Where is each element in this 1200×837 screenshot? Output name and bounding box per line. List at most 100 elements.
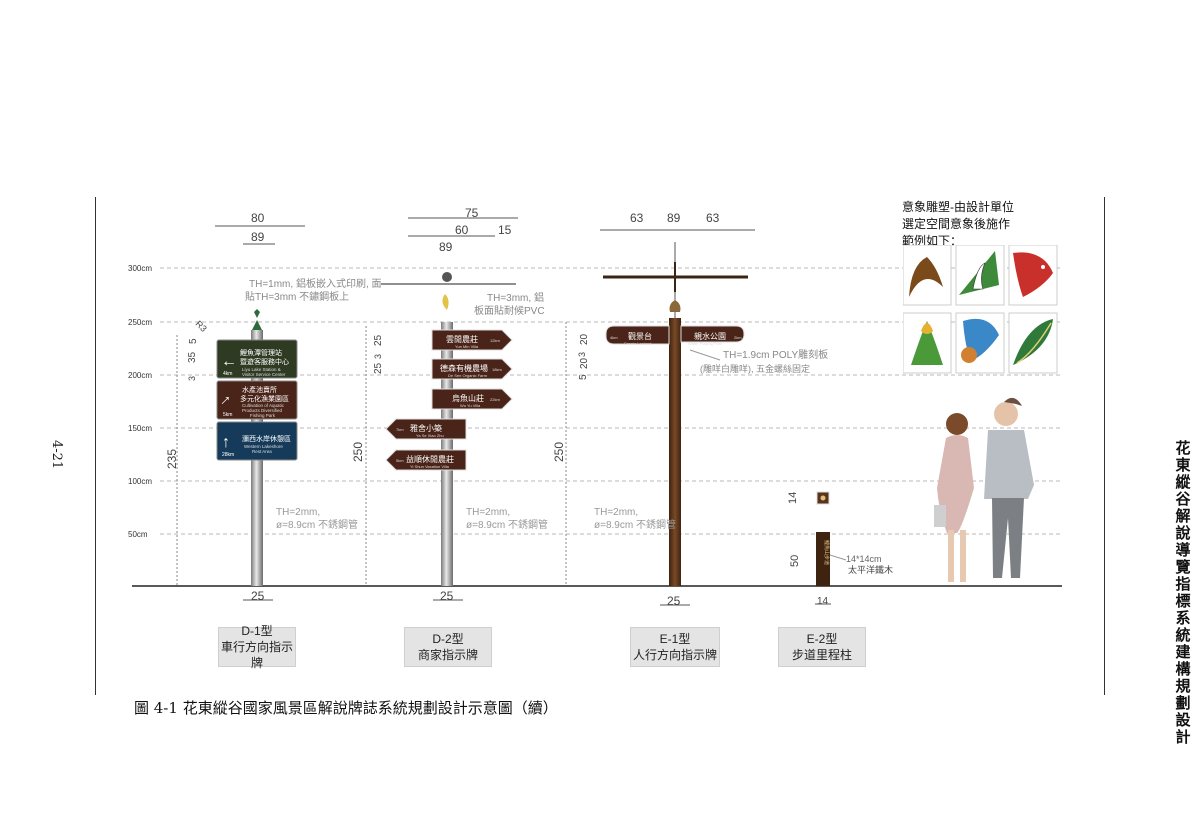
d1-name: 暨遊客服務中心 xyxy=(240,357,289,366)
d2-arrow-name: 德森有機農場 xyxy=(440,363,488,373)
heron-crab-icon xyxy=(909,257,943,297)
d2-arrow-km: 7km xyxy=(396,427,404,432)
d2-note: 板面貼耐候PVC xyxy=(474,304,545,317)
type-code: E-2型 xyxy=(806,632,838,646)
d1-km: 4km xyxy=(223,371,232,377)
e1-dim-left: 63 xyxy=(630,211,644,225)
d2-finial xyxy=(442,294,449,310)
d2-arrow-km: 22km xyxy=(490,397,500,402)
sculpture-note: 意象雕塑-由設計單位 選定空間意象後施作 範例如下： xyxy=(902,199,1014,250)
type-desc: 人行方向指示牌 xyxy=(632,648,717,662)
e1-base-dim: 25 xyxy=(667,594,681,608)
d2-arrow-name: 烏魚山莊 xyxy=(452,393,484,403)
e1-board xyxy=(680,325,745,343)
e1-board-name: 親水公園 xyxy=(694,331,726,341)
d2-arrow-en: Ya Se Xiao Zhu xyxy=(416,433,444,438)
d1-en: Cultivation of Aquatic xyxy=(242,403,285,408)
e2-note: 14*14cm xyxy=(846,554,882,564)
d1-side-dim: 3 xyxy=(187,376,197,381)
d1-note: TH=1mm, 鋁板嵌入式印刷, 面 xyxy=(249,277,382,290)
type-code: D-1型 xyxy=(241,624,273,638)
type-box-d1: D-1型 車行方向指示牌 xyxy=(218,624,296,670)
scale-label: 250cm xyxy=(128,318,152,327)
egret-icon xyxy=(959,251,999,295)
type-desc: 步道里程柱 xyxy=(791,648,852,662)
d1-side-dim: R3 xyxy=(194,319,209,334)
d2-arrow-board xyxy=(385,418,467,440)
d2-arrow-board xyxy=(385,449,467,471)
e1-side-dim: 250 xyxy=(552,442,566,462)
e1-board-en: Water Playing Park xyxy=(688,341,722,346)
d1-panel: ← 4km 鯉魚潭管理站 暨遊客服務中心 Liyu Lake Station &… xyxy=(216,339,298,379)
e2-post xyxy=(816,532,830,586)
d2-base-dim: 25 xyxy=(440,589,454,603)
d1-en: Visitor Service Center xyxy=(242,372,286,377)
e1-side-dim: 20 xyxy=(579,333,590,345)
type-box-e2: E-2型 步道里程柱 xyxy=(778,627,866,667)
type-code: E-1型 xyxy=(659,632,691,646)
d2-side-dim: 3 xyxy=(373,354,383,359)
sculpture-note-line: 選定空間意象後施作 xyxy=(902,217,1011,231)
d1-note: ø=8.9cm 不銹鋼管 xyxy=(276,518,358,531)
e1-dim-right: 63 xyxy=(706,211,720,225)
d1-note: TH=2mm, xyxy=(276,507,320,518)
d1-name: 多元化漁業園區 xyxy=(240,394,289,403)
d1-side-dim: 5 xyxy=(188,338,199,344)
d1-side-dim: 235 xyxy=(165,449,179,469)
sign-e2: 14 50 鯉魚山步道 14*14cm 太平洋鐵木 14 xyxy=(787,491,893,607)
e1-note: ø=8.9cm 不銹鋼管 xyxy=(594,518,676,531)
d1-dim-width: 80 xyxy=(251,211,265,225)
koi-fish-icon xyxy=(1013,252,1053,297)
sign-d2: 75 60 15 89 TH=3mm, 鋁 板面貼耐候PVC 25 3 25 2… xyxy=(351,206,548,603)
d2-arrow-km: 5km xyxy=(396,458,404,463)
d2-dim-board: 60 xyxy=(455,223,469,237)
sign-e1: 63 89 63 20 3 20 5 250 觀景台 Scenic Lookou… xyxy=(552,211,828,608)
d1-name: 水產池賣所 xyxy=(242,385,277,394)
e2-post-text: 鯉魚山步道 xyxy=(823,540,830,565)
d2-arrow-board xyxy=(431,329,513,351)
right-margin-rule xyxy=(1104,197,1105,695)
e2-side-dim: 14 xyxy=(787,492,799,504)
sculpture-samples xyxy=(903,245,1058,374)
d1-note: 貼TH=3mm 不鏽鋼板上 xyxy=(245,290,349,303)
d2-side-dim: 250 xyxy=(351,442,365,462)
d1-name: 瀰西水岸休憩區 xyxy=(242,434,291,443)
d2-dim-pole: 89 xyxy=(439,240,453,254)
d2-top-cap xyxy=(442,272,452,282)
scale-label: 100cm xyxy=(128,477,152,486)
side-title: 花東縱谷解說導覽指標系統建構規劃設計 xyxy=(1175,439,1191,746)
d2-note: TH=3mm, 鋁 xyxy=(487,291,544,304)
d1-km: 5km xyxy=(223,412,232,418)
e1-board-km: 4km xyxy=(610,335,618,340)
e1-side-dim: 3 xyxy=(577,352,587,357)
d2-dim-width: 75 xyxy=(465,206,479,220)
d1-panel: ↑ 5km 水產池賣所 多元化漁業園區 Cultivation of Aquat… xyxy=(216,380,298,420)
scale-label: 300cm xyxy=(128,264,152,273)
d2-side-dim: 25 xyxy=(373,334,384,346)
type-code: D-2型 xyxy=(432,632,464,646)
d1-en: Fishing Park xyxy=(250,413,276,418)
d1-arrow: ← xyxy=(221,353,237,370)
d2-arrow-en: Yi Shun Vacation Villa xyxy=(410,464,450,469)
hot-air-balloon-icon xyxy=(961,318,999,363)
type-desc: 商家指示牌 xyxy=(417,648,478,662)
type-desc: 車行方向指示牌 xyxy=(220,640,293,670)
e1-side-dim: 5 xyxy=(578,374,589,380)
fern-leaf-icon xyxy=(1013,319,1053,365)
d2-arrow-en: De Sen Organic Farm xyxy=(448,373,488,378)
e1-side-dim: 20 xyxy=(579,357,590,369)
d1-panel: ↑ 28km 瀰西水岸休憩區 Western Lakeshore Rest Ar… xyxy=(216,421,298,461)
d2-arrow-km: 12km xyxy=(490,338,500,343)
e2-note: 太平洋鐵木 xyxy=(848,564,893,575)
e1-note: (雕咩白雕咩), 五金螺絲固定 xyxy=(700,363,810,374)
scale-label: 50cm xyxy=(128,530,148,539)
scale-label: 200cm xyxy=(128,371,152,380)
d1-base-dim: 25 xyxy=(251,589,265,603)
d2-arrow-board xyxy=(431,388,513,410)
d1-en: Products Diversified xyxy=(242,408,283,413)
left-margin-rule xyxy=(95,197,96,695)
e1-board xyxy=(605,325,670,345)
lily-flower-icon xyxy=(911,321,943,365)
d2-arrow-en: Yun Min Villa xyxy=(455,344,479,349)
